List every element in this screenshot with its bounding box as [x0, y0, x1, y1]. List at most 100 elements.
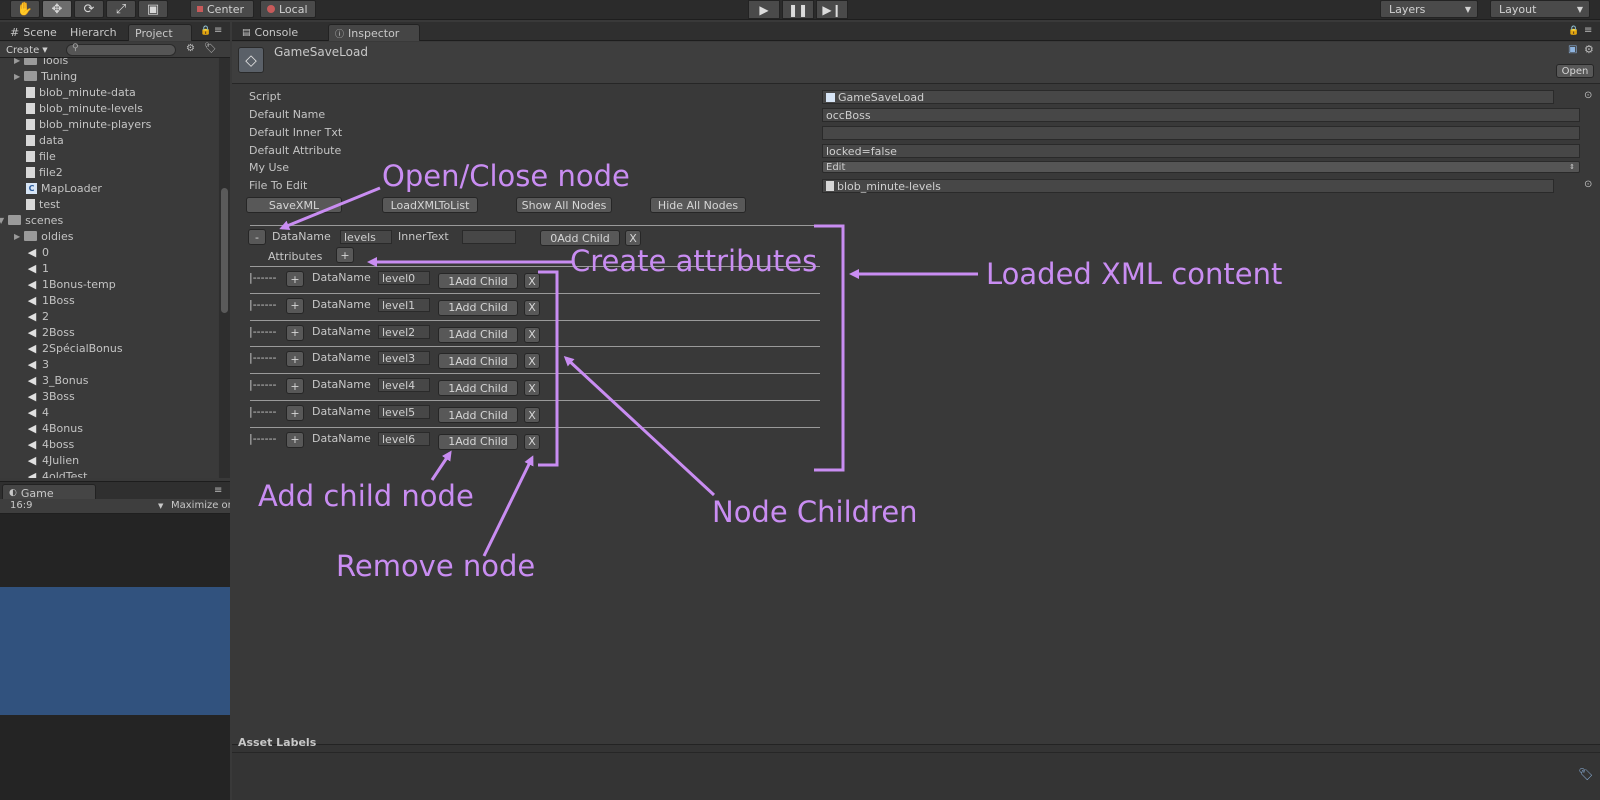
child-add-child-button[interactable]: 1Add Child	[438, 407, 518, 423]
project-item-scene[interactable]: ◀1Boss	[14, 292, 75, 308]
game-viewport[interactable]	[0, 514, 230, 800]
child-remove-button[interactable]: X	[524, 326, 540, 343]
child-dataname-input[interactable]: level4	[378, 378, 430, 393]
default-inner-txt-field[interactable]	[822, 126, 1580, 140]
child-dataname-input[interactable]: level5	[378, 405, 430, 419]
child-add-child-button[interactable]: 1Add Child	[438, 273, 518, 289]
child-dataname-input[interactable]: level3	[378, 351, 430, 366]
tab-inspector[interactable]: ⓘ Inspector	[328, 24, 420, 41]
project-item-file[interactable]: blob_minute-players	[14, 116, 151, 132]
child-dataname-input[interactable]: level2	[378, 324, 430, 339]
project-item-scene[interactable]: ◀3	[14, 356, 49, 372]
chevron-right-icon[interactable]: ▶	[14, 58, 21, 65]
object-picker-icon[interactable]: ⊙	[1584, 179, 1593, 190]
child-dataname-input[interactable]: level1	[378, 297, 430, 312]
show-all-nodes-button[interactable]: Show All Nodes	[516, 197, 612, 213]
child-remove-button[interactable]: X	[524, 433, 540, 450]
scrollbar-thumb[interactable]	[221, 188, 228, 313]
child-add-child-button[interactable]: 1Add Child	[438, 299, 518, 316]
aspect-dropdown[interactable]: 16:9	[10, 500, 33, 511]
maximize-on-play-toggle[interactable]: Maximize on	[171, 500, 230, 511]
scale-tool-button[interactable]: ⤢	[106, 0, 136, 18]
default-attribute-field[interactable]: locked=false	[822, 144, 1580, 158]
root-dataname-input[interactable]: levels	[340, 230, 392, 244]
project-item-file[interactable]: test	[14, 196, 60, 212]
project-item-folder[interactable]: ▶oldies	[14, 228, 73, 244]
load-xml-button[interactable]: LoadXMLToList	[382, 197, 478, 213]
child-node-toggle-button[interactable]: +	[286, 271, 304, 287]
project-item-file[interactable]: blob_minute-data	[14, 84, 136, 100]
child-add-child-button[interactable]: 1Add Child	[438, 380, 518, 397]
tab-game[interactable]: ◐ Game	[2, 484, 96, 501]
child-dataname-input[interactable]: level0	[378, 271, 430, 285]
script-field[interactable]: GameSaveLoad	[822, 90, 1554, 104]
panel-menu-icon[interactable]: ≡	[214, 485, 223, 496]
project-item-scene[interactable]: ◀1	[14, 260, 49, 276]
child-remove-button[interactable]: X	[524, 407, 540, 423]
root-add-child-button[interactable]: 0Add Child	[540, 230, 620, 246]
project-item-scene[interactable]: ◀2SpécialBonus	[14, 340, 123, 356]
root-node-toggle-button[interactable]: -	[248, 229, 266, 245]
child-add-child-button[interactable]: 1Add Child	[438, 326, 518, 343]
project-item-scene[interactable]: ◀2Boss	[14, 324, 75, 340]
pivot-center-button[interactable]: Center	[190, 0, 254, 18]
project-item-scene[interactable]: ◀2	[14, 308, 49, 324]
help-icon[interactable]: ▣	[1568, 44, 1578, 55]
project-search-input[interactable]: ⚲	[66, 43, 176, 56]
save-xml-button[interactable]: SaveXML	[246, 197, 342, 213]
project-item-scene[interactable]: ◀4boss	[14, 436, 74, 452]
open-button[interactable]: Open	[1556, 64, 1594, 78]
chevron-right-icon[interactable]: ▶	[14, 71, 21, 81]
create-button[interactable]: Create ▼	[6, 43, 48, 57]
project-item-scene[interactable]: ◀3Boss	[14, 388, 75, 404]
default-name-field[interactable]: occBoss	[822, 108, 1580, 122]
project-item-file[interactable]: blob_minute-levels	[14, 100, 143, 116]
chevron-right-icon[interactable]: ▶	[14, 231, 21, 241]
child-remove-button[interactable]: X	[524, 273, 540, 289]
hand-tool-button[interactable]: ✋	[10, 0, 40, 18]
project-item-file[interactable]: file	[14, 148, 56, 164]
project-item-scene[interactable]: ◀4Julien	[14, 452, 79, 468]
project-item-scene[interactable]: ◀4Bonus	[14, 420, 83, 436]
hide-all-nodes-button[interactable]: Hide All Nodes	[650, 197, 746, 213]
layout-dropdown[interactable]: Layout ▼	[1490, 0, 1590, 18]
project-item-folder[interactable]: ▼scenes	[0, 212, 63, 228]
play-button[interactable]: ▶	[748, 0, 780, 19]
project-item-scene[interactable]: ◀0	[14, 244, 49, 260]
tab-scene[interactable]: # Scene	[4, 24, 63, 41]
filter-type-icon[interactable]: ⚙	[186, 43, 195, 54]
child-node-toggle-button[interactable]: +	[286, 324, 304, 341]
pause-button[interactable]: ❚❚	[782, 0, 814, 19]
child-node-toggle-button[interactable]: +	[286, 378, 304, 395]
child-dataname-input[interactable]: level6	[378, 431, 430, 446]
project-item-file[interactable]: file2	[14, 164, 63, 180]
project-item-folder[interactable]: ▶Tuning	[14, 68, 77, 84]
project-item-scene[interactable]: ◀3_Bonus	[14, 372, 89, 388]
child-node-toggle-button[interactable]: +	[286, 405, 304, 421]
my-use-dropdown[interactable]: Edit ⇕	[822, 161, 1580, 173]
root-innertext-input[interactable]	[462, 230, 516, 244]
panel-menu-icon[interactable]: ≡	[1584, 25, 1593, 36]
child-add-child-button[interactable]: 1Add Child	[438, 353, 518, 370]
rotate-tool-button[interactable]: ⟳	[74, 0, 104, 18]
tab-project[interactable]: Project	[128, 24, 192, 41]
project-item-scene[interactable]: ◀1Bonus-temp	[14, 276, 116, 292]
project-item-scene[interactable]: ◀4oldTest	[14, 468, 88, 479]
object-picker-icon[interactable]: ⊙	[1584, 90, 1593, 101]
step-button[interactable]: ▶❙	[816, 0, 848, 19]
gear-icon[interactable]: ⚙	[1584, 43, 1594, 56]
child-add-child-button[interactable]: 1Add Child	[438, 433, 518, 450]
tab-hierarchy[interactable]: Hierarch	[64, 24, 123, 41]
child-remove-button[interactable]: X	[524, 299, 540, 316]
panel-menu-icon[interactable]: ≡	[214, 25, 223, 36]
project-item-file[interactable]: data	[14, 132, 64, 148]
tab-console[interactable]: ▤ Console	[236, 24, 304, 41]
add-attribute-button[interactable]: +	[336, 247, 354, 263]
child-remove-button[interactable]: X	[524, 380, 540, 397]
lock-icon[interactable]: 🔒	[200, 26, 212, 36]
chevron-down-icon[interactable]: ▼	[0, 215, 5, 225]
filter-label-icon[interactable]: 🏷	[204, 43, 217, 54]
tag-icon[interactable]: 🏷	[1578, 767, 1594, 781]
child-node-toggle-button[interactable]: +	[286, 431, 304, 448]
